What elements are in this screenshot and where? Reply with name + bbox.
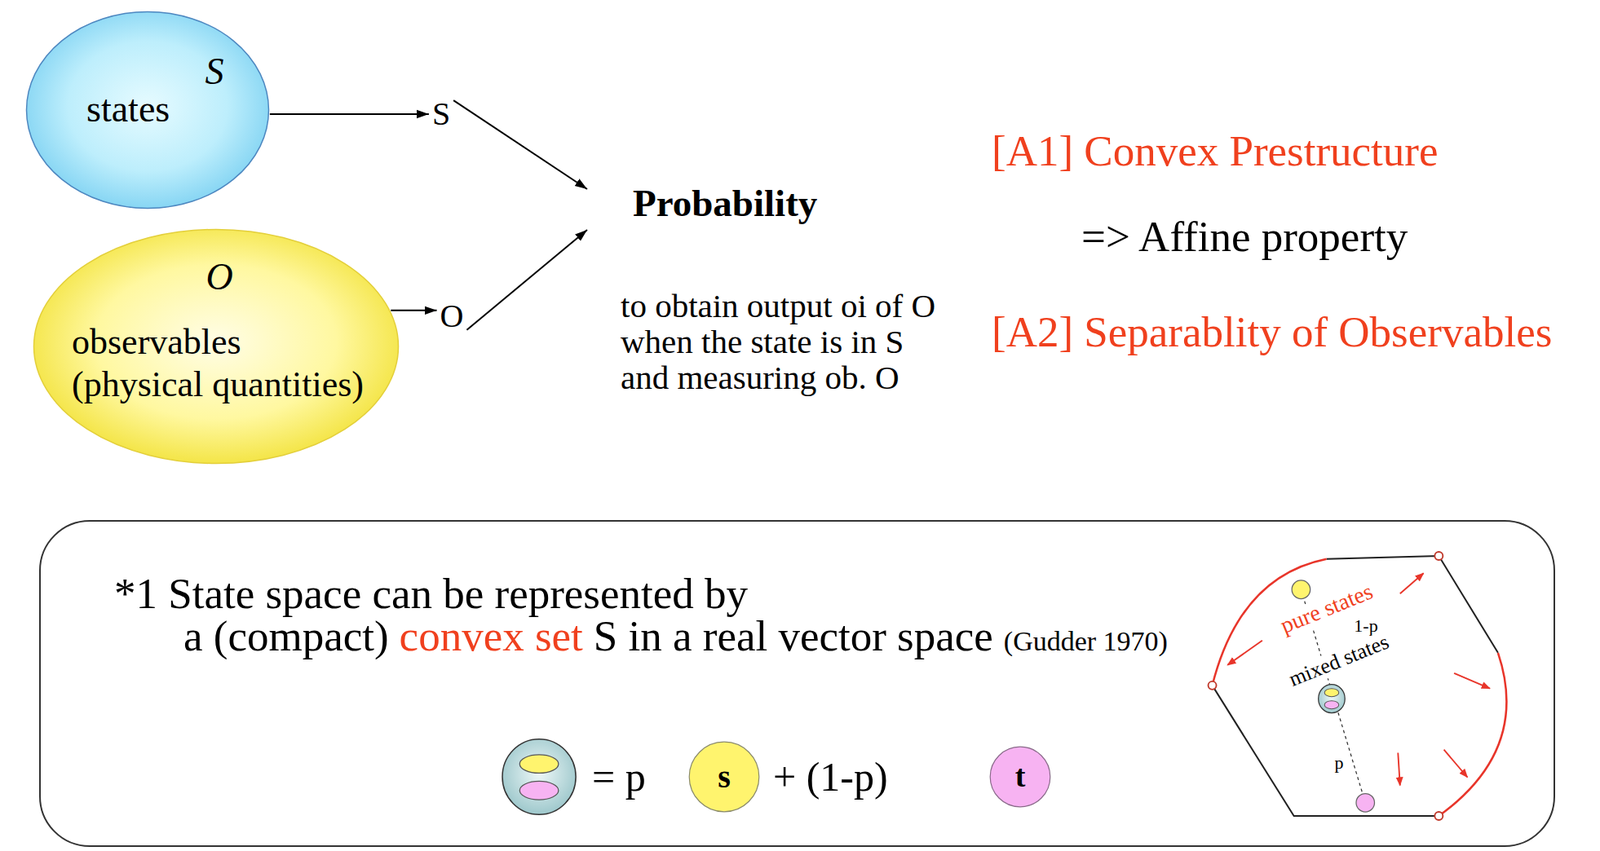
pure-state-dot (1291, 580, 1311, 600)
connector-arrow (390, 309, 437, 312)
state-symbol-text: S (432, 96, 451, 133)
boundary-arrow (1397, 752, 1401, 786)
extreme-point (1434, 552, 1443, 561)
ellipse-outline (34, 229, 399, 465)
set-gloss: (physical quantities) (71, 365, 364, 405)
observable-symbol-text: O (440, 298, 465, 335)
mixed-part-s (1324, 689, 1340, 698)
set-symbol: S (205, 51, 225, 93)
connector-arrow (453, 100, 588, 190)
boundary-arrow (1227, 640, 1263, 666)
block-heading: Probability (632, 182, 951, 226)
ellipse-outline (689, 742, 760, 813)
ellipse-outline (26, 12, 270, 209)
set-name: states (86, 88, 170, 131)
text-row: a (compact)convex setS in a real vector … (183, 612, 1168, 660)
footnote-text: a (compact) (183, 612, 389, 660)
probability-block: Probability to obtain output oi of O when… (587, 182, 951, 396)
state-letter: s (717, 759, 731, 796)
state-symbol: S (428, 94, 454, 134)
convex-edge (1212, 685, 1440, 817)
observable-set-ellipse: Oobservables(physical quantities) (32, 228, 400, 465)
implication-note: => Affine property (1081, 212, 1408, 261)
pure-state-circle: t (989, 746, 1052, 809)
pure-state-circle: s (688, 741, 761, 814)
connector-arrow (466, 229, 588, 331)
state-letter: t (1015, 760, 1026, 795)
state-space-ellipse: Sstates (25, 10, 270, 210)
pure-state-boundary (1438, 653, 1507, 817)
mixed-part-s (519, 755, 559, 774)
boundary-arrow (1400, 573, 1424, 594)
footnote-text: *1 State space can be represented by (114, 570, 748, 618)
observable-symbol: O (437, 296, 468, 336)
boundary-arrow (1444, 750, 1468, 778)
ellipse-outline (990, 746, 1051, 808)
mixed-state-icon (502, 739, 576, 816)
extreme-point (1208, 681, 1217, 690)
citation: (Gudder 1970) (1003, 626, 1168, 657)
axiom-heading: [A1] Convex Prestructure (991, 127, 1439, 175)
axiom-heading: [A2] Separablity of Observables (991, 308, 1552, 356)
equation-term: + (1-p) (773, 755, 889, 800)
set-symbol: O (205, 256, 233, 299)
weight-label: p (1333, 753, 1346, 774)
boundary-arrow (1454, 673, 1490, 690)
footnote-text: S in a real vector space (593, 612, 994, 660)
mixed-part-t (1324, 701, 1340, 710)
extreme-point (1434, 812, 1443, 821)
mixed-part-t (519, 781, 559, 800)
region-label: mixed states (1284, 630, 1394, 693)
equation-term: = p (592, 755, 646, 800)
connector-arrow (269, 113, 429, 115)
set-name: observables (71, 322, 242, 363)
block-description: to obtain output oi of O when the state … (620, 287, 951, 396)
footnote-highlight: convex set (399, 612, 584, 660)
mixed-state-dot (1318, 685, 1346, 714)
pure-state-dot (1356, 794, 1375, 814)
